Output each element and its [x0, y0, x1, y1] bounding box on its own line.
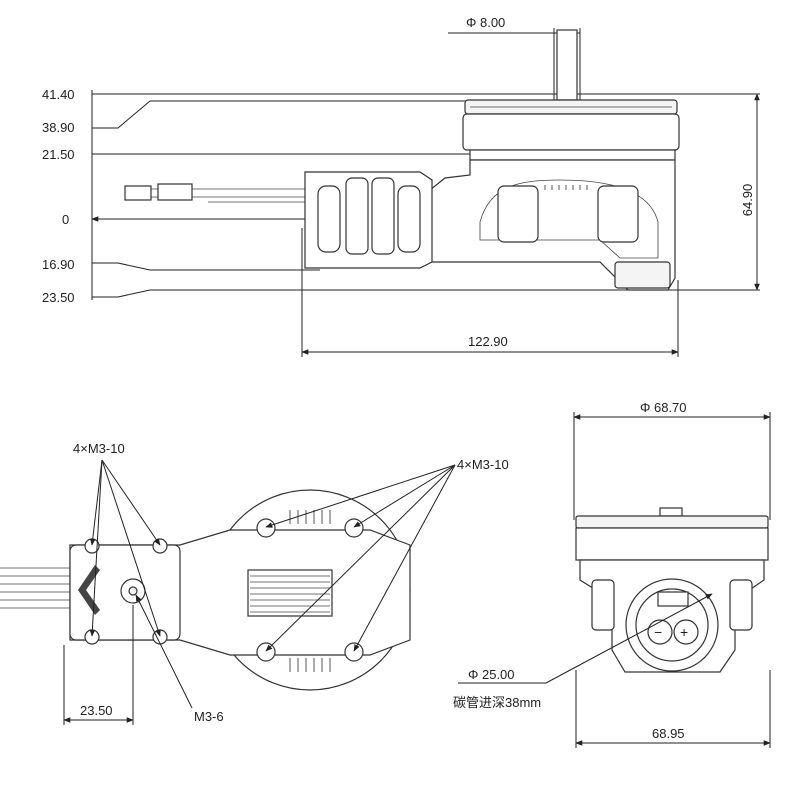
hole-motor-br [344, 642, 364, 662]
base-width-label: 68.95 [652, 726, 685, 741]
hole-center-core [128, 586, 138, 596]
clamp-lobe-3 [371, 177, 395, 255]
motor-base [469, 149, 676, 161]
motor-body [462, 113, 680, 151]
holes-left-label: 4×M3-10 [73, 441, 125, 456]
height-label-16-90: 16.90 [42, 257, 75, 272]
front-bracket-ear-right [729, 579, 753, 631]
height-label-0: 0 [62, 212, 69, 227]
side-view: 41.40 38.90 21.50 0 16.90 23.50 Φ 8.00 6… [42, 15, 760, 357]
bracket-pocket-left [497, 185, 539, 243]
offset-label: 23.50 [80, 703, 113, 718]
height-label-38-90: 38.90 [42, 120, 75, 135]
leader-left-4 [101, 459, 161, 637]
clamp-lobe-2 [345, 177, 369, 255]
front-motor-ring [575, 515, 769, 529]
height-label-21-50: 21.50 [42, 147, 75, 162]
tube-diameter-label: Φ 25.00 [468, 667, 515, 682]
plus-icon: + [680, 624, 688, 640]
brand-logo-mark [78, 565, 100, 615]
wire-connector [157, 183, 193, 201]
height-label-23-50: 23.50 [42, 290, 75, 305]
holes-right-label: 4×M3-10 [457, 457, 509, 472]
wire-tip [124, 185, 152, 201]
wire-port-minus [647, 619, 673, 645]
leader-right-2 [353, 464, 456, 528]
clamp-lobe-4 [397, 185, 421, 253]
bottom-wires [0, 567, 70, 609]
leader-left-2 [101, 459, 161, 546]
leader-center-hole [135, 594, 193, 709]
leader-right-1 [265, 464, 456, 528]
hole-motor-tr [344, 518, 364, 538]
height-label-41-40: 41.40 [42, 87, 75, 102]
signal-connector [657, 591, 689, 607]
tube-depth-label: 碳管进深38mm [453, 695, 541, 710]
total-height-label: 64.90 [740, 184, 755, 217]
tube-leader [545, 593, 713, 684]
hole-motor-tl [256, 518, 276, 538]
front-shaft [659, 507, 683, 517]
wire-port-plus [673, 619, 699, 645]
front-view: Φ 68.70 − + Φ 25.00 碳管进深38mm 68.95 [453, 400, 771, 748]
bracket-pocket-right [597, 185, 639, 243]
bracket-vent-slots [544, 185, 588, 190]
bracket-foot [614, 261, 671, 289]
motor-shaft [556, 29, 578, 101]
cooling-grid [247, 569, 333, 617]
leader-right-4 [353, 464, 456, 652]
leader-left-1 [89, 459, 103, 546]
front-motor-body [575, 527, 769, 561]
minus-icon: − [654, 624, 662, 640]
motor-diameter-label: Φ 68.70 [640, 400, 687, 415]
leader-right-3 [265, 464, 456, 652]
clamp-lobe-1 [317, 185, 341, 253]
leader-left-3 [89, 459, 103, 637]
length-label: 122.90 [468, 334, 508, 349]
center-hole-label: M3-6 [194, 709, 224, 724]
hole-clamp-br [152, 629, 168, 645]
front-bracket-ear-left [591, 579, 615, 631]
ext-line-38-90 [92, 100, 490, 129]
ext-line-23-50 [92, 289, 760, 298]
ext-line-16-90 [92, 262, 320, 271]
hole-motor-bl [256, 642, 276, 662]
bottom-view: 4×M3-10 4×M3-10 M3-6 23.50 [0, 441, 509, 725]
hole-clamp-tr [152, 538, 168, 554]
shaft-diameter-label: Φ 8.00 [466, 15, 505, 30]
